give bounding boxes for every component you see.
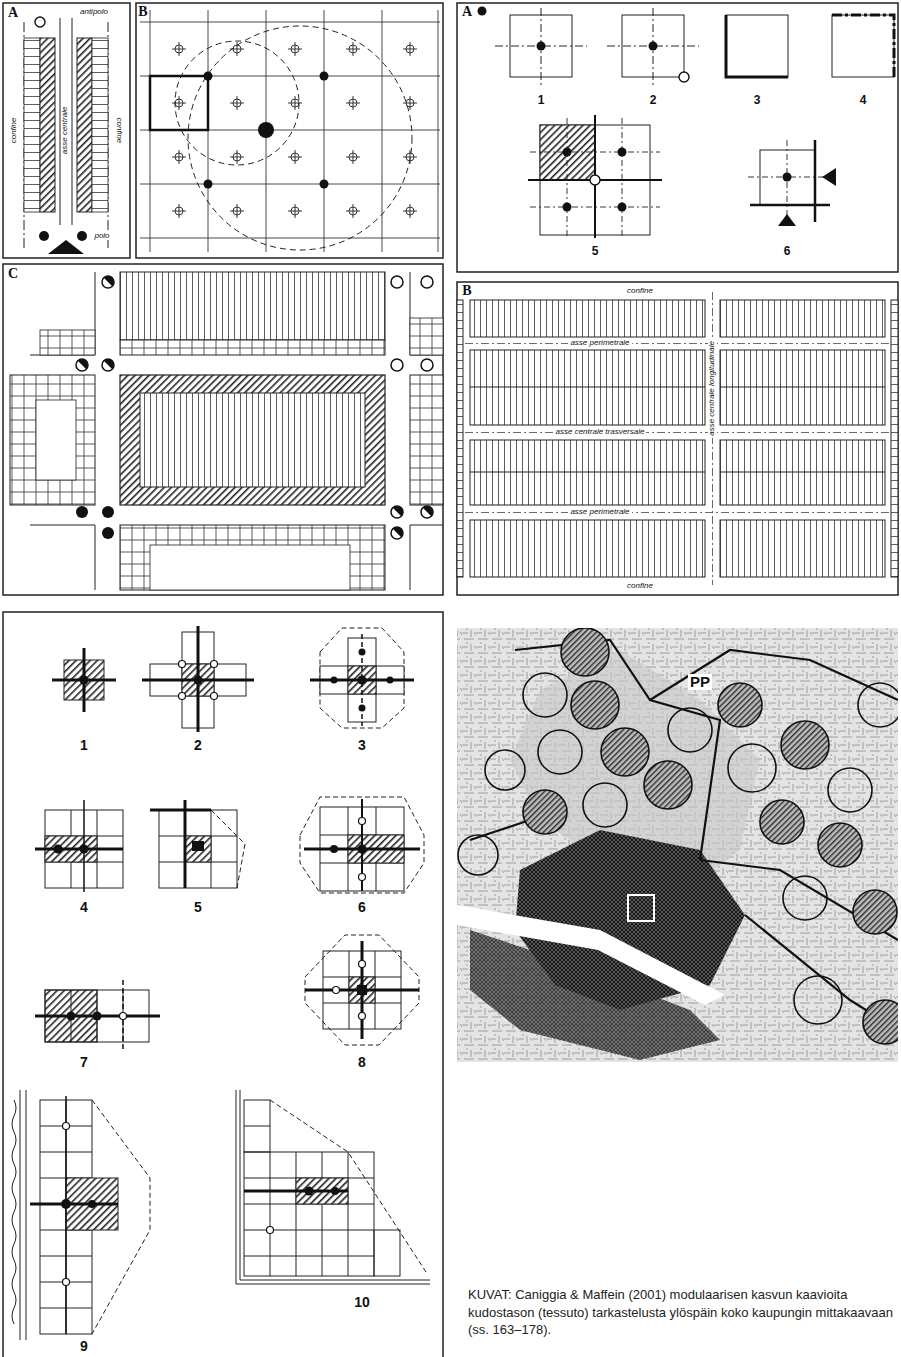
axis-label: asse centrale xyxy=(62,104,71,156)
panel-a-left xyxy=(3,3,130,258)
panel-letter: B xyxy=(136,4,149,19)
axis-label: asse perimetrale xyxy=(568,339,631,348)
panel-growth xyxy=(3,612,443,1357)
caption-text: KUVAT: Caniggia & Maffein (2001) modulaa… xyxy=(468,1286,894,1339)
axis-label: confine xyxy=(115,115,124,145)
panel-letter: C xyxy=(6,266,20,281)
figure-number: 8 xyxy=(356,1055,368,1070)
axis-label: asse centrale longitudinale xyxy=(708,339,717,438)
figure-number: 4 xyxy=(78,900,90,915)
axis-label: antipolo xyxy=(78,8,110,17)
figure-number: 9 xyxy=(78,1339,90,1354)
figure-number: 7 xyxy=(78,1055,90,1070)
figure-number: 4 xyxy=(858,94,869,107)
axis-label: polo xyxy=(92,232,111,241)
figure-number: 5 xyxy=(590,245,601,258)
figure-number: 10 xyxy=(352,1295,372,1310)
panel-letter: A xyxy=(6,5,20,20)
city-map xyxy=(457,628,901,1062)
figure-number: 2 xyxy=(648,94,659,107)
axis-label: asse centrale trasversale xyxy=(554,428,647,437)
panel-letter: A xyxy=(460,4,474,19)
panel-b-right xyxy=(457,282,898,595)
figure-number: 1 xyxy=(536,94,547,107)
figure-number: 6 xyxy=(782,245,793,258)
panel-letter: B xyxy=(460,283,473,298)
map-label: PP xyxy=(688,674,712,691)
axis-label: confine xyxy=(625,287,655,296)
axis-label: confine xyxy=(10,115,19,145)
figure-number: 1 xyxy=(78,738,90,753)
axis-label: confine xyxy=(625,582,655,591)
figure-number: 2 xyxy=(192,738,204,753)
panel-c xyxy=(3,264,443,595)
caption: KUVAT: Caniggia & Maffein (2001) modulaa… xyxy=(468,1286,894,1339)
figure-number: 3 xyxy=(752,94,763,107)
figure-number: 3 xyxy=(356,738,368,753)
figure-number: 6 xyxy=(356,900,368,915)
panel-b-left xyxy=(136,3,443,258)
panel-a-right xyxy=(457,3,898,272)
axis-label: asse perimetrale xyxy=(568,508,631,517)
figure-number: 5 xyxy=(192,900,204,915)
